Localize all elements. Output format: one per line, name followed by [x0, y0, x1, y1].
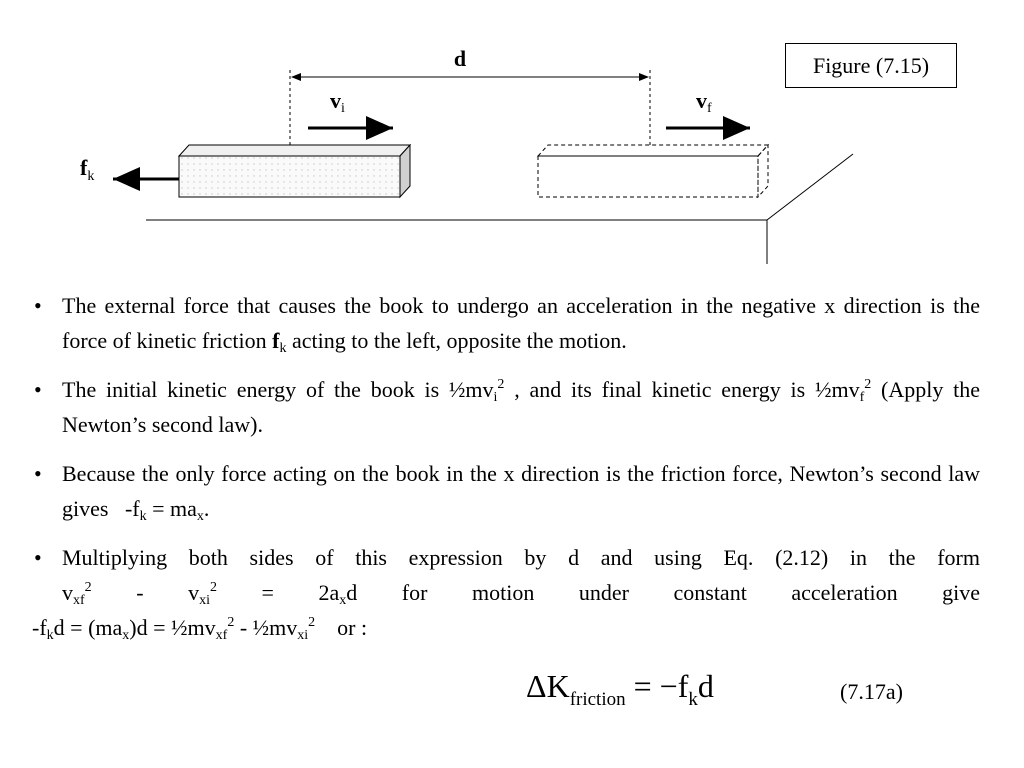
bullet-dot: • [34, 461, 42, 486]
superscript: 2 [497, 377, 505, 392]
subscript: xf [73, 593, 85, 608]
friction-diagram: d vi vf fk [80, 46, 854, 264]
subscript: x [196, 509, 204, 524]
bullet-4-line-3: -fkd = (max)d = ½mvxf2 - ½mvxi2 or : [32, 615, 368, 643]
bullet-dot: • [34, 377, 42, 402]
superscript: 2 [209, 580, 217, 595]
subscript: f [859, 390, 865, 405]
eq-term: d [346, 580, 358, 605]
subscript: xi [297, 628, 309, 643]
book-final [536, 143, 770, 199]
bullet-3-text: = ma [146, 496, 197, 521]
superscript: 2 [864, 377, 872, 392]
equation-number: (7.17a) [840, 679, 903, 704]
bullet-1: • The external force that causes the boo… [32, 288, 980, 358]
subscript: k [139, 509, 147, 524]
bullet-3-text: . [203, 496, 210, 521]
subscript: xf [215, 628, 228, 643]
bullet-3-text: Because the only force acting on the boo… [62, 461, 986, 521]
friction-symbol: f [272, 328, 280, 353]
bullet-dot: • [34, 545, 42, 570]
bullet-list: • The external force that causes the boo… [32, 288, 980, 659]
bullet-4-line-1: Multiplying both sides of this expressio… [62, 545, 980, 570]
distance-arrow [291, 73, 649, 81]
vf-label: vf [696, 88, 712, 116]
figure-label: Figure (7.15) [785, 43, 957, 88]
equation-rhs: −f [659, 668, 689, 704]
subscript: x [122, 628, 130, 643]
bullet-2-text: , and its final kinetic energy is ½mv [504, 377, 860, 402]
bullet-2-text: The initial kinetic energy of the book i… [62, 377, 494, 402]
bullet-2: • The initial kinetic energy of the book… [32, 372, 980, 442]
bullet-2-text: (Apply the Newton’s second law). [62, 377, 981, 437]
eq-term: )d = ½mv [129, 615, 216, 640]
equation-operator: = [633, 668, 652, 704]
equation-lhs-subscript: friction [569, 689, 626, 710]
eq-term: v [62, 580, 73, 605]
superscript: 2 [308, 615, 316, 630]
friction-subscript: k [279, 341, 287, 356]
eq-term: - [136, 580, 189, 605]
superscript: 2 [84, 580, 92, 595]
table-surface [146, 153, 854, 264]
eq-term: or : [315, 615, 368, 640]
subscript: xi [199, 593, 210, 608]
bullet-dot: • [34, 293, 42, 318]
equation-rhs-subscript: k [688, 689, 698, 710]
eq-term: d = (ma [53, 615, 123, 640]
work-energy-equation: ΔKfriction =−fkd [526, 668, 714, 709]
bullet-4-text: for motion under constant acceleration g… [401, 580, 981, 605]
equation-rhs: d [697, 668, 714, 704]
fk-label: fk [80, 155, 94, 184]
bullet-1-text-b: acting to the left, opposite the motion. [286, 328, 627, 353]
book-initial [177, 143, 412, 199]
subscript: x [339, 593, 347, 608]
bullet-4-line-2: vxf2 - vxi2 = 2axd for motion under cons… [62, 575, 980, 610]
subscript: i [493, 390, 498, 405]
eq-term: - ½mv [234, 615, 298, 640]
distance-label: d [454, 46, 466, 71]
equation-lhs: ΔK [526, 668, 570, 704]
superscript: 2 [227, 615, 235, 630]
bullet-3: • Because the only force acting on the b… [32, 456, 980, 526]
bullet-1-text-a: The external force that causes the book … [62, 293, 980, 353]
eq-term: 2a [318, 580, 340, 605]
bullet-4: • Multiplying both sides of this express… [32, 540, 980, 645]
subscript: k [46, 628, 54, 643]
vi-label: vi [330, 88, 345, 116]
eq-term: v [188, 580, 200, 605]
eq-term: -f [32, 615, 47, 640]
distance-markers [289, 70, 651, 145]
eq-term: = [261, 580, 319, 605]
